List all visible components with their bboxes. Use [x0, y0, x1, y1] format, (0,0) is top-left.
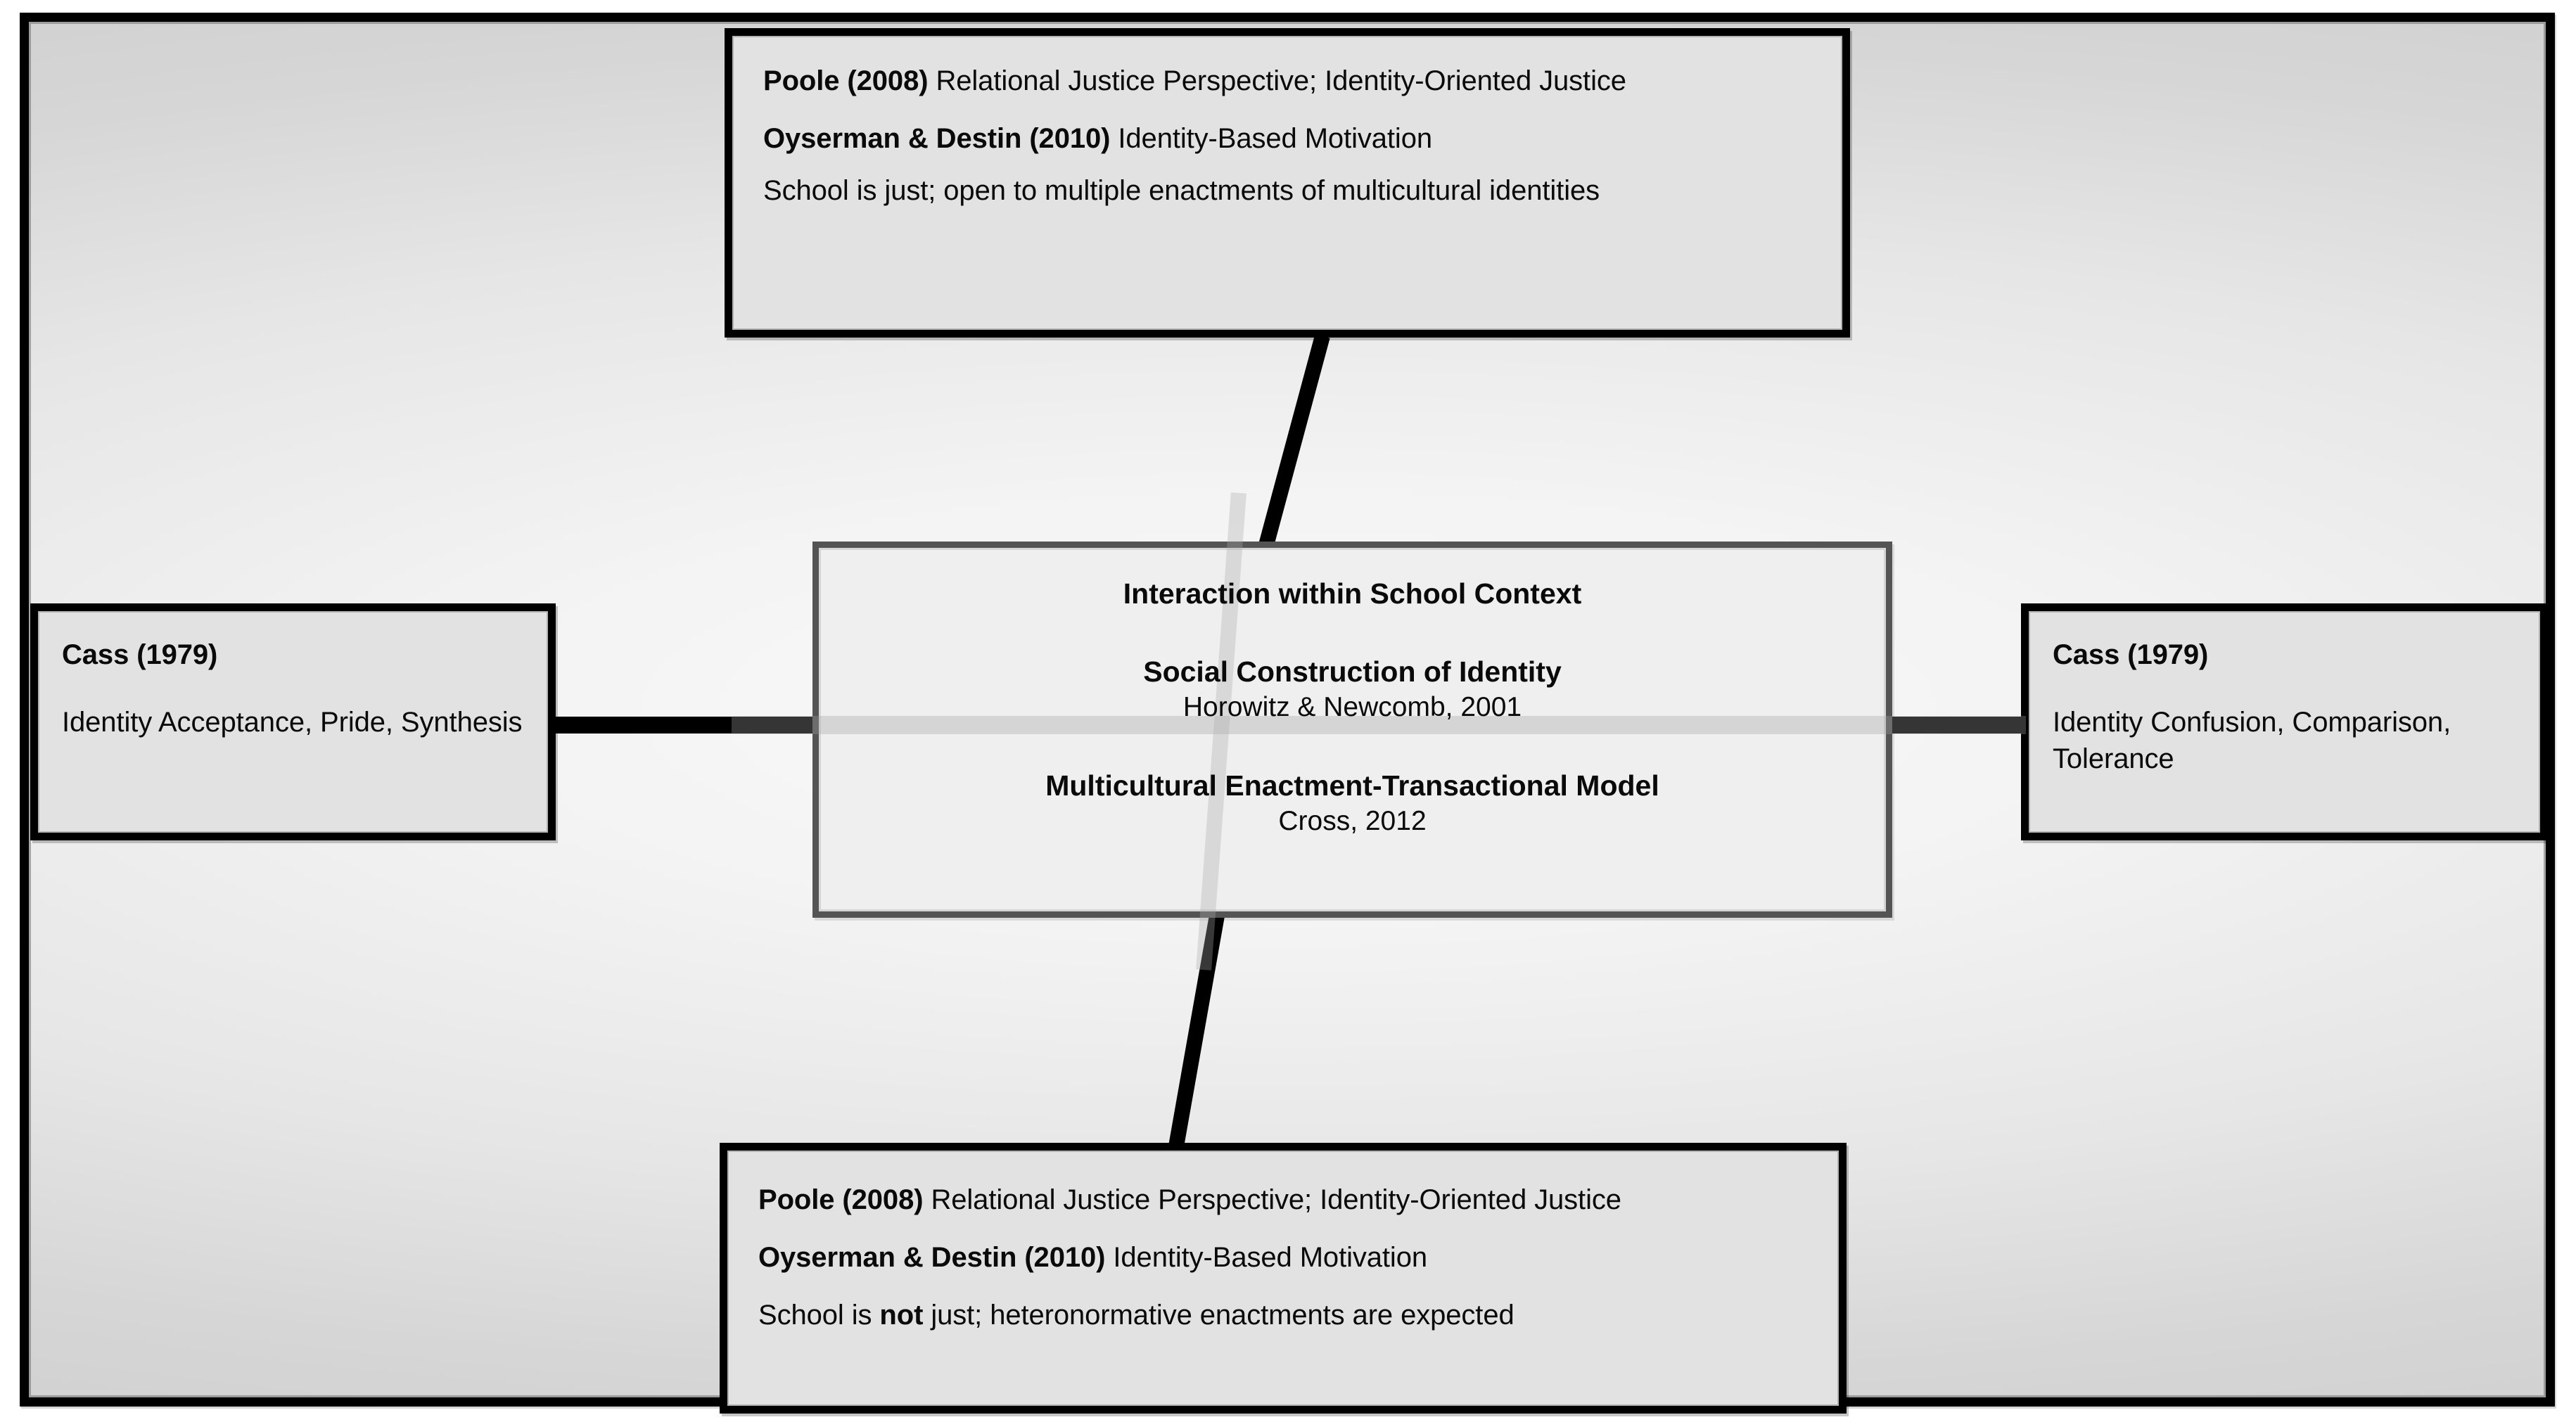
- bottom-line-poole: Poole (2008) Relational Justice Perspect…: [758, 1181, 1808, 1218]
- horizontal-band-decoration: [732, 716, 2026, 734]
- top-line-poole-citation: Poole (2008): [763, 65, 929, 96]
- center-block-2-title: Multicultural Enactment-Transactional Mo…: [1045, 769, 1659, 802]
- bottom-statement: School is not just; heteronormative enac…: [758, 1297, 1808, 1333]
- top-line-poole-text: Relational Justice Perspective; Identity…: [928, 65, 1626, 96]
- bottom-statement-pre: School is: [758, 1300, 880, 1331]
- node-top-school-is-just[interactable]: Poole (2008) Relational Justice Perspect…: [725, 28, 1850, 338]
- right-citation: Cass (1979): [2053, 636, 2516, 673]
- left-citation-text: Cass (1979): [62, 639, 218, 670]
- bottom-line-oyserman-citation: Oyserman & Destin (2010): [758, 1242, 1106, 1273]
- center-block-2-citation: Cross, 2012: [1278, 805, 1427, 836]
- center-block-1-title: Social Construction of Identity: [1143, 655, 1562, 688]
- center-block-1-citation: Horowitz & Newcomb, 2001: [1182, 691, 1522, 722]
- top-line-oyserman-text: Identity-Based Motivation: [1110, 123, 1433, 154]
- node-bottom-school-is-not-just[interactable]: Poole (2008) Relational Justice Perspect…: [720, 1143, 1847, 1414]
- top-statement: School is just; open to multiple enactme…: [763, 175, 1600, 206]
- bottom-line-poole-text: Relational Justice Perspective; Identity…: [923, 1184, 1621, 1215]
- center-block-multicultural-enactment: Multicultural Enactment-Transactional Mo…: [819, 768, 1886, 838]
- bottom-statement-post: just; heteronormative enactments are exp…: [923, 1300, 1515, 1331]
- node-right-cass-1979-confusion[interactable]: Cass (1979) Identity Confusion, Comparis…: [2021, 603, 2548, 840]
- center-block-social-construction: Social Construction of Identity Horowitz…: [819, 654, 1886, 724]
- top-line-poole: Poole (2008) Relational Justice Perspect…: [763, 63, 1811, 99]
- center-heading: Interaction within School Context: [1123, 577, 1582, 610]
- bottom-line-oyserman-text: Identity-Based Motivation: [1105, 1242, 1428, 1273]
- left-stages: Identity Acceptance, Pride, Synthesis: [62, 707, 523, 738]
- left-citation: Cass (1979): [62, 636, 524, 673]
- top-line-oyserman: Oyserman & Destin (2010) Identity-Based …: [763, 120, 1811, 157]
- node-left-cass-1979-acceptance[interactable]: Cass (1979) Identity Acceptance, Pride, …: [30, 603, 556, 840]
- bottom-line-poole-citation: Poole (2008): [758, 1184, 924, 1215]
- top-line-oyserman-citation: Oyserman & Destin (2010): [763, 123, 1111, 154]
- bottom-line-oyserman: Oyserman & Destin (2010) Identity-Based …: [758, 1239, 1808, 1276]
- right-citation-text: Cass (1979): [2053, 639, 2209, 670]
- bottom-statement-emphasis: not: [879, 1300, 924, 1331]
- right-stages: Identity Confusion, Comparison, Toleranc…: [2053, 707, 2451, 774]
